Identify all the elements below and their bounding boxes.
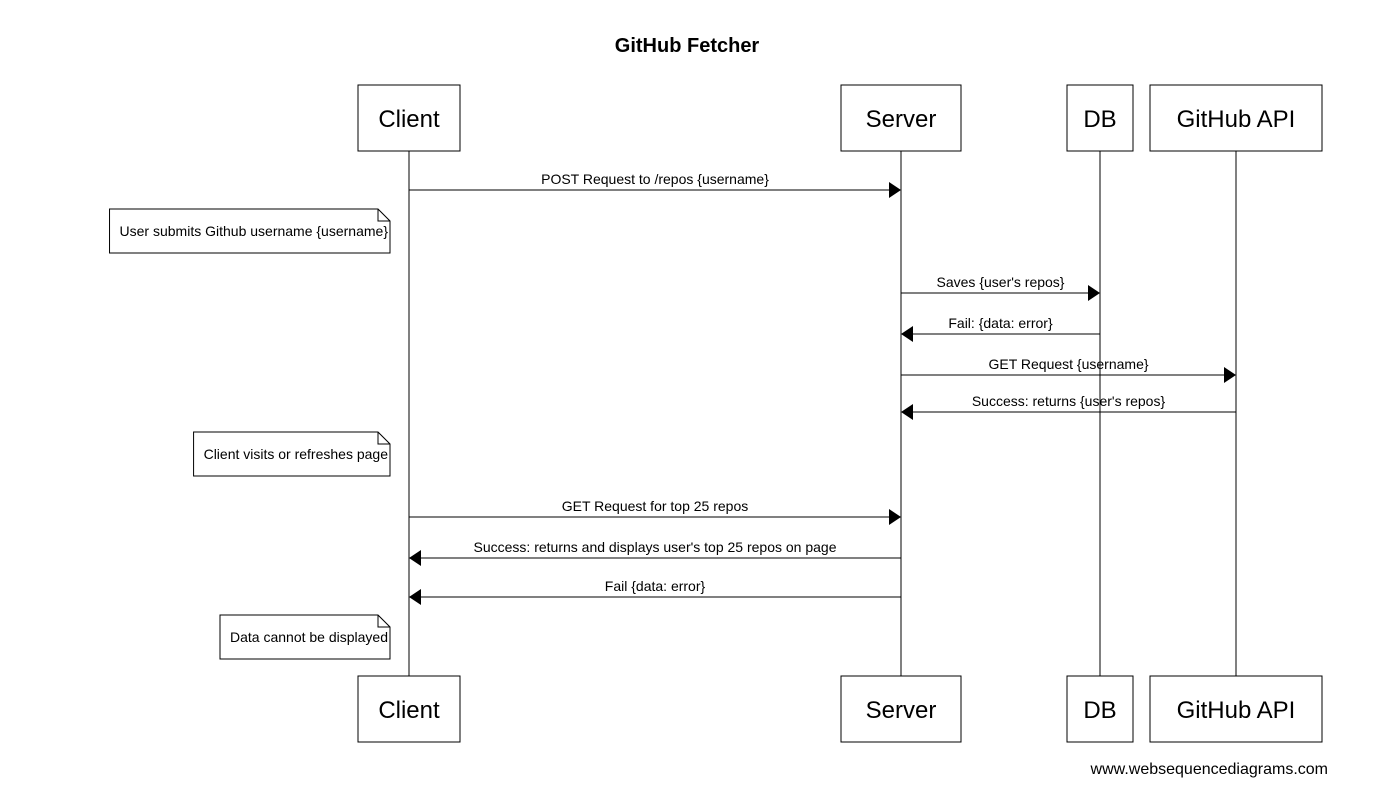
participants-top: Client Server DB GitHub API [357, 84, 1323, 152]
message-label: GET Request for top 25 repos [562, 498, 749, 514]
note-fold-icon [377, 432, 390, 445]
arrowhead-icon [409, 589, 421, 605]
participant-box [840, 84, 962, 152]
watermark-text: www.websequencediagrams.com [1090, 761, 1328, 778]
note-box [219, 614, 391, 660]
note: User submits Github username {username} [109, 208, 391, 254]
participant-client-bottom: Client [357, 675, 461, 743]
arrowhead-icon [889, 182, 901, 198]
participant-label: GitHub API [1177, 106, 1296, 133]
arrowhead-icon [1088, 285, 1100, 301]
note-box [193, 431, 391, 477]
message-label: Success: returns and displays user's top… [474, 539, 837, 555]
notes: User submits Github username {username} C… [109, 208, 391, 660]
message-arrow: GET Request {username} [901, 356, 1236, 383]
participant-label: DB [1083, 697, 1116, 724]
participant-label: Client [378, 697, 440, 724]
participant-label: GitHub API [1177, 697, 1296, 724]
note-text: Client visits or refreshes page [204, 446, 389, 462]
participant-box [840, 675, 962, 743]
note: Client visits or refreshes page [193, 431, 391, 477]
participant-db-top: DB [1066, 84, 1134, 152]
note-text: Data cannot be displayed [230, 629, 388, 645]
participant-box [357, 675, 461, 743]
note-fold-icon [377, 615, 390, 628]
message-label: Saves {user's repos} [937, 274, 1065, 290]
participant-label: Client [378, 106, 440, 133]
participant-github-top: GitHub API [1149, 84, 1323, 152]
arrowhead-icon [901, 326, 913, 342]
arrowhead-icon [889, 509, 901, 525]
message-label: Fail: {data: error} [948, 315, 1053, 331]
note-box [109, 208, 391, 254]
participant-label: Server [866, 697, 937, 724]
message-arrow: POST Request to /repos {username} [409, 171, 901, 198]
note-text: User submits Github username {username} [120, 223, 389, 239]
participant-client-top: Client [357, 84, 461, 152]
message-arrow: Fail: {data: error} [901, 315, 1100, 342]
message-arrow: Success: returns {user's repos} [901, 393, 1236, 420]
arrowhead-icon [409, 550, 421, 566]
note-fold-icon [377, 209, 390, 222]
message-label: Success: returns {user's repos} [972, 393, 1166, 409]
message-label: POST Request to /repos {username} [541, 171, 769, 187]
arrowhead-icon [1224, 367, 1236, 383]
participant-server-bottom: Server [840, 675, 962, 743]
participant-box [1149, 84, 1323, 152]
message-label: Fail {data: error} [605, 578, 706, 594]
participant-server-top: Server [840, 84, 962, 152]
participants-bottom: Client Server DB GitHub API [357, 675, 1323, 743]
lifelines [408, 151, 1237, 676]
note: Data cannot be displayed [219, 614, 391, 660]
message-label: GET Request {username} [988, 356, 1148, 372]
messages: POST Request to /repos {username} Saves {… [409, 171, 1236, 605]
message-arrow: Success: returns and displays user's top… [409, 539, 901, 566]
participant-github-bottom: GitHub API [1149, 675, 1323, 743]
arrowhead-icon [901, 404, 913, 420]
message-arrow: GET Request for top 25 repos [409, 498, 901, 525]
participant-box [1149, 675, 1323, 743]
participant-label: DB [1083, 106, 1116, 133]
participant-label: Server [866, 106, 937, 133]
participant-db-bottom: DB [1066, 675, 1134, 743]
diagram-title: GitHub Fetcher [615, 35, 760, 57]
message-arrow: Saves {user's repos} [901, 274, 1100, 301]
message-arrow: Fail {data: error} [409, 578, 901, 605]
participant-box [357, 84, 461, 152]
participant-box [1066, 84, 1134, 152]
participant-box [1066, 675, 1134, 743]
